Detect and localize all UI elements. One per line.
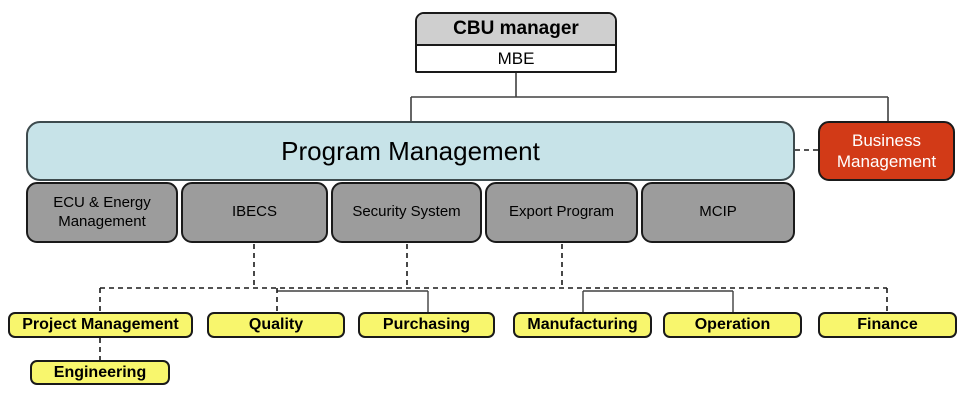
node-program-management: Program Management xyxy=(26,121,795,181)
node-cbu-manager-block: CBU manager MBE xyxy=(415,12,617,73)
node-security-system: Security System xyxy=(331,182,482,243)
node-engineering: Engineering xyxy=(30,360,170,385)
node-ibecs: IBECS xyxy=(181,182,328,243)
node-business-management: Business Management xyxy=(818,121,955,181)
node-operation: Operation xyxy=(663,312,802,338)
node-finance: Finance xyxy=(818,312,957,338)
node-export-program: Export Program xyxy=(485,182,638,243)
node-quality: Quality xyxy=(207,312,345,338)
node-mbe: MBE xyxy=(417,46,615,71)
node-mcip: MCIP xyxy=(641,182,795,243)
node-ecu-energy-management: ECU & Energy Management xyxy=(26,182,178,243)
node-manufacturing: Manufacturing xyxy=(513,312,652,338)
node-cbu-manager: CBU manager xyxy=(417,14,615,46)
node-project-management: Project Management xyxy=(8,312,193,338)
node-purchasing: Purchasing xyxy=(358,312,495,338)
